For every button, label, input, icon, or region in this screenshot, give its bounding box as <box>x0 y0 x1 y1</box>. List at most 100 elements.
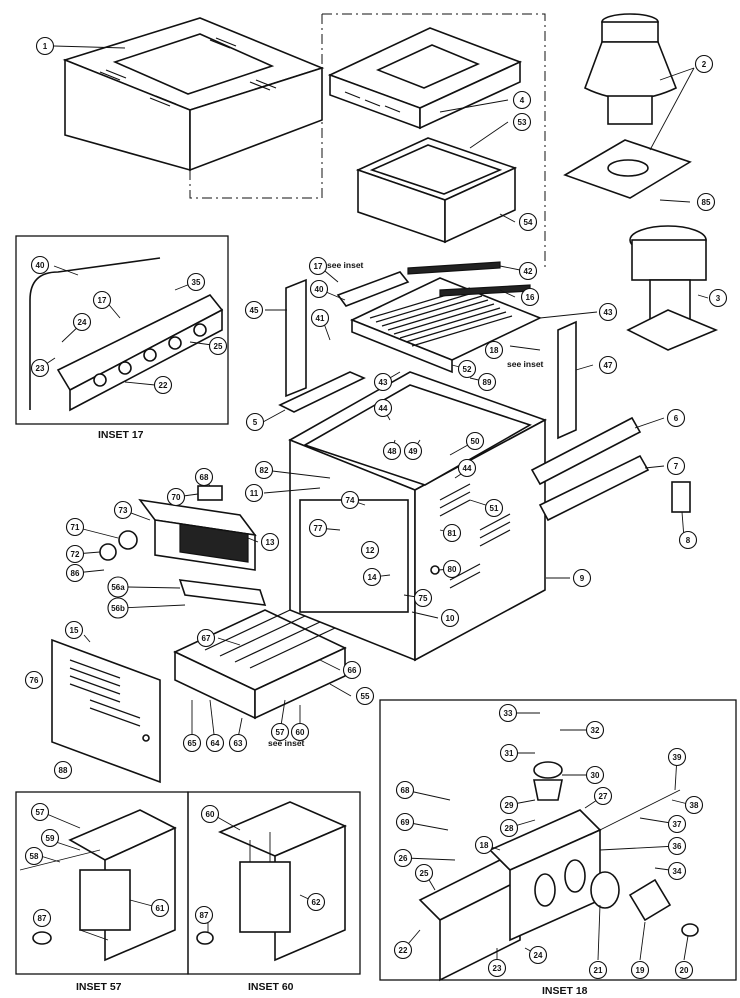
callout-number: 17 <box>98 296 107 305</box>
callout-24: 24 <box>528 945 548 965</box>
inset-17-manifold <box>29 257 224 412</box>
callout-circle <box>205 733 225 753</box>
callout-28: 28 <box>499 818 519 838</box>
callout-circle <box>186 272 206 292</box>
callout-85: 85 <box>696 192 716 212</box>
vent-adapter <box>626 225 719 351</box>
callout-circle <box>308 256 328 276</box>
callout-number: 65 <box>188 739 197 748</box>
inset-18-valve <box>418 761 699 982</box>
callout-22: 22 <box>393 940 413 960</box>
callout-number: 76 <box>30 676 39 685</box>
callout-number: 63 <box>234 739 243 748</box>
callout-circle <box>678 530 698 550</box>
callout-number: 59 <box>46 834 55 843</box>
callout-number: 3 <box>716 294 721 303</box>
callout-number: 58 <box>30 852 39 861</box>
callout-number: 67 <box>202 634 211 643</box>
inset-57-pilot <box>19 809 177 962</box>
boiler-jacket <box>288 371 547 662</box>
callout-number: 17 <box>314 262 323 271</box>
callout-number: 36 <box>673 842 682 851</box>
callout-number: 26 <box>399 854 408 863</box>
callout-61: 61 <box>150 898 170 918</box>
callout-number: 73 <box>119 506 128 515</box>
callout-number: 66 <box>348 666 357 675</box>
inset-57-title: INSET 57 <box>76 981 122 993</box>
callout-circle <box>194 905 214 925</box>
callout-circle <box>667 747 687 767</box>
callout-number: 1 <box>43 42 48 51</box>
callout-circle <box>244 483 264 503</box>
callout-number: 35 <box>192 278 201 287</box>
callout-36: 36 <box>667 836 687 856</box>
callout-number: 38 <box>690 801 699 810</box>
callout-circle <box>40 828 60 848</box>
top-cover <box>62 17 325 172</box>
callout-45: 45 <box>244 300 264 320</box>
side-panel-6 <box>530 416 642 486</box>
callout-circle <box>484 498 504 518</box>
callout-circle <box>528 945 548 965</box>
callout-15: 15 <box>64 620 84 640</box>
callout-63: 63 <box>228 733 248 753</box>
part-8 <box>671 481 691 513</box>
callout-circle <box>107 597 129 619</box>
callout-24: 24 <box>72 312 92 332</box>
gauge-71 <box>118 530 138 550</box>
callout-circle <box>150 898 170 918</box>
callout-circle <box>393 940 413 960</box>
callout-number: 23 <box>493 964 502 973</box>
callout-circle <box>393 848 413 868</box>
inset-17-frame <box>15 235 229 425</box>
control-panel <box>138 485 257 571</box>
callout-circle <box>200 804 220 824</box>
callout-76: 76 <box>24 670 44 690</box>
callout-number: 56a <box>111 583 125 592</box>
callout-52: 52 <box>457 359 477 379</box>
callout-86: 86 <box>65 563 85 583</box>
callout-17: 17 <box>308 256 328 276</box>
callout-circle <box>667 814 687 834</box>
callout-number: 19 <box>636 966 645 975</box>
callout-33: 33 <box>498 703 518 723</box>
callout-circle <box>588 960 608 980</box>
callout-circle <box>65 544 85 564</box>
callout-circle <box>499 818 519 838</box>
callout-25: 25 <box>414 863 434 883</box>
callout-circle <box>512 90 532 110</box>
callout-58: 58 <box>24 846 44 866</box>
callout-number: 16 <box>526 293 535 302</box>
callout-62: 62 <box>306 892 326 912</box>
callout-number: 34 <box>673 867 682 876</box>
callout-number: 57 <box>276 728 285 737</box>
callout-circle <box>666 408 686 428</box>
callout-circle <box>65 563 85 583</box>
callout-43: 43 <box>373 372 393 392</box>
callout-circle <box>92 290 112 310</box>
callout-number: 89 <box>483 378 492 387</box>
callout-number: 85 <box>702 198 711 207</box>
callout-71: 71 <box>65 517 85 537</box>
callout-circle <box>373 372 393 392</box>
callout-67: 67 <box>196 628 216 648</box>
callout-number: 69 <box>401 818 410 827</box>
inset-60-title: INSET 60 <box>248 981 294 993</box>
callout-number: 24 <box>78 318 87 327</box>
callout-7: 7 <box>666 456 686 476</box>
callout-number: 74 <box>346 496 355 505</box>
callout-81: 81 <box>442 523 462 543</box>
see-inset-note-17: see inset <box>327 260 364 270</box>
callout-circle <box>585 720 605 740</box>
callout-48: 48 <box>382 441 402 461</box>
callout-30: 30 <box>585 765 605 785</box>
side-baffle-right <box>557 320 577 440</box>
callout-40: 40 <box>309 279 329 299</box>
callout-number: 40 <box>36 261 45 270</box>
callout-number: 60 <box>206 810 215 819</box>
callout-circle <box>457 458 477 478</box>
callout-number: 7 <box>674 462 679 471</box>
callout-circle <box>440 608 460 628</box>
callout-circle <box>340 490 360 510</box>
callout-circle <box>113 500 133 520</box>
